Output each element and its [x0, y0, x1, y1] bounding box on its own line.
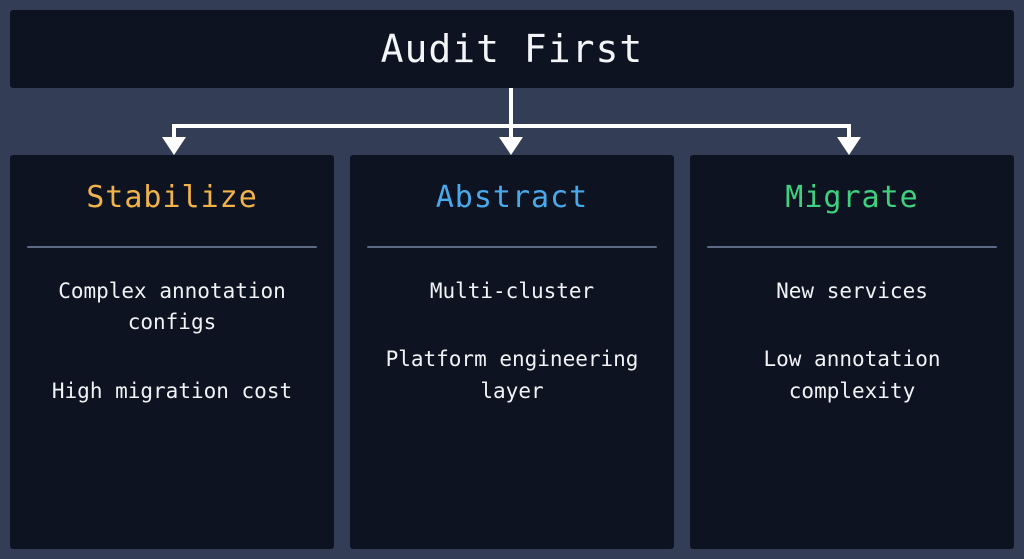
arrowhead-center-icon: [499, 137, 523, 155]
list-item: High migration cost: [51, 378, 293, 403]
column-heading-migrate: Migrate: [785, 180, 919, 215]
column-migrate: Migrate New services Low annotation comp…: [690, 155, 1014, 549]
column-abstract: Abstract Multi-cluster Platform engineer…: [350, 155, 674, 549]
column-stabilize: Stabilize Complex annotation configs Hig…: [10, 155, 334, 549]
column-items-abstract: Multi-cluster Platform engineering layer: [367, 276, 657, 408]
list-item: Platform engineering layer: [385, 347, 639, 403]
columns-container: Stabilize Complex annotation configs Hig…: [10, 155, 1014, 549]
diagram-title-box: Audit First: [10, 10, 1014, 88]
list-item: New services: [776, 278, 928, 303]
page-title: Audit First: [380, 27, 644, 71]
column-items-migrate: New services Low annotation complexity: [707, 276, 997, 408]
list-item: Complex annotation configs: [58, 278, 286, 335]
column-heading-stabilize: Stabilize: [86, 180, 258, 215]
arrowhead-left-icon: [162, 137, 186, 155]
column-divider: [707, 245, 997, 248]
arrowhead-right-icon: [837, 137, 861, 155]
list-item: Low annotation complexity: [763, 347, 941, 403]
column-items-stabilize: Complex annotation configs High migratio…: [27, 276, 317, 408]
column-divider: [367, 245, 657, 248]
column-heading-abstract: Abstract: [435, 180, 589, 215]
column-divider: [27, 245, 317, 248]
list-item: Multi-cluster: [429, 278, 595, 303]
